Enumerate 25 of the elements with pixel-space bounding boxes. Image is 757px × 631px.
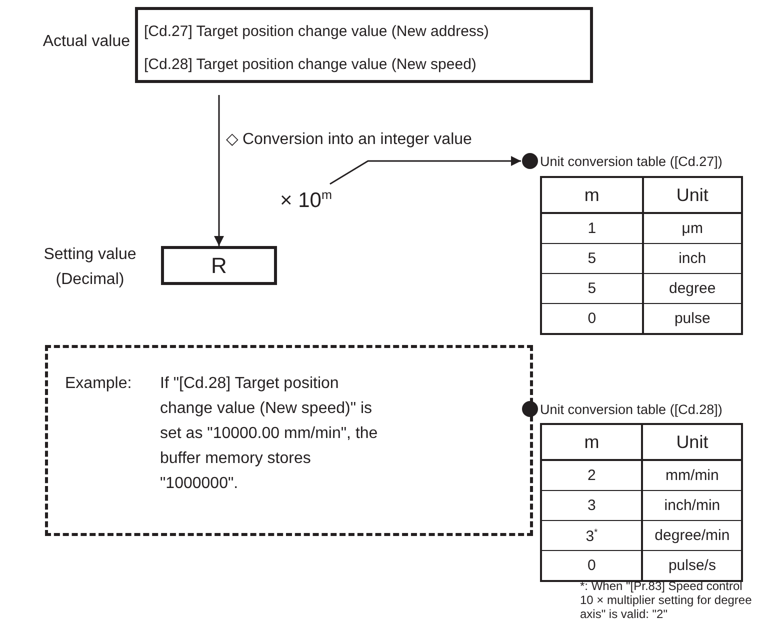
formula-text: × 10$^{m}$ <box>280 178 332 218</box>
table-cell: 5 <box>541 244 643 274</box>
footnote: *: When "[Pr.83] Speed control 10 × multiplier setting for degree axis" is valid: "2" <box>580 579 753 621</box>
note-label: Example: <box>65 375 132 393</box>
table-cell: 3 <box>541 490 642 520</box>
note-text: If "[Cd.28] Target position change value (New speed)" is set as "10000.00 mm/min", the buffer memory stores "1000000". <box>160 374 379 494</box>
leader-arrow <box>330 156 521 185</box>
value-box <box>135 7 593 83</box>
table-cell: 1 <box>541 213 643 244</box>
field-name: [Cd.27] Target position change value (New address) <box>144 22 489 42</box>
table-header: m <box>541 424 642 460</box>
table-header: m <box>541 177 643 213</box>
arrow <box>214 95 224 246</box>
side-label: Actual value <box>42 33 130 51</box>
edge-label: ◇ Conversion into an integer value <box>226 129 472 149</box>
field-name: [Cd.28] Target position change value (New speed) <box>144 55 476 75</box>
table-title: Unit conversion table ([Cd.27]) <box>540 154 722 168</box>
table-cell: 3$^{*}$ <box>541 520 642 550</box>
table-cell: 5 <box>541 274 643 304</box>
table-title: Unit conversion table ([Cd.28]) <box>540 402 722 416</box>
note-box <box>45 345 533 536</box>
table-cell: 2 <box>541 460 642 490</box>
table-title-group <box>522 151 722 171</box>
value-box: R <box>161 246 277 285</box>
side-label: Setting value (Decimal) <box>42 245 138 290</box>
